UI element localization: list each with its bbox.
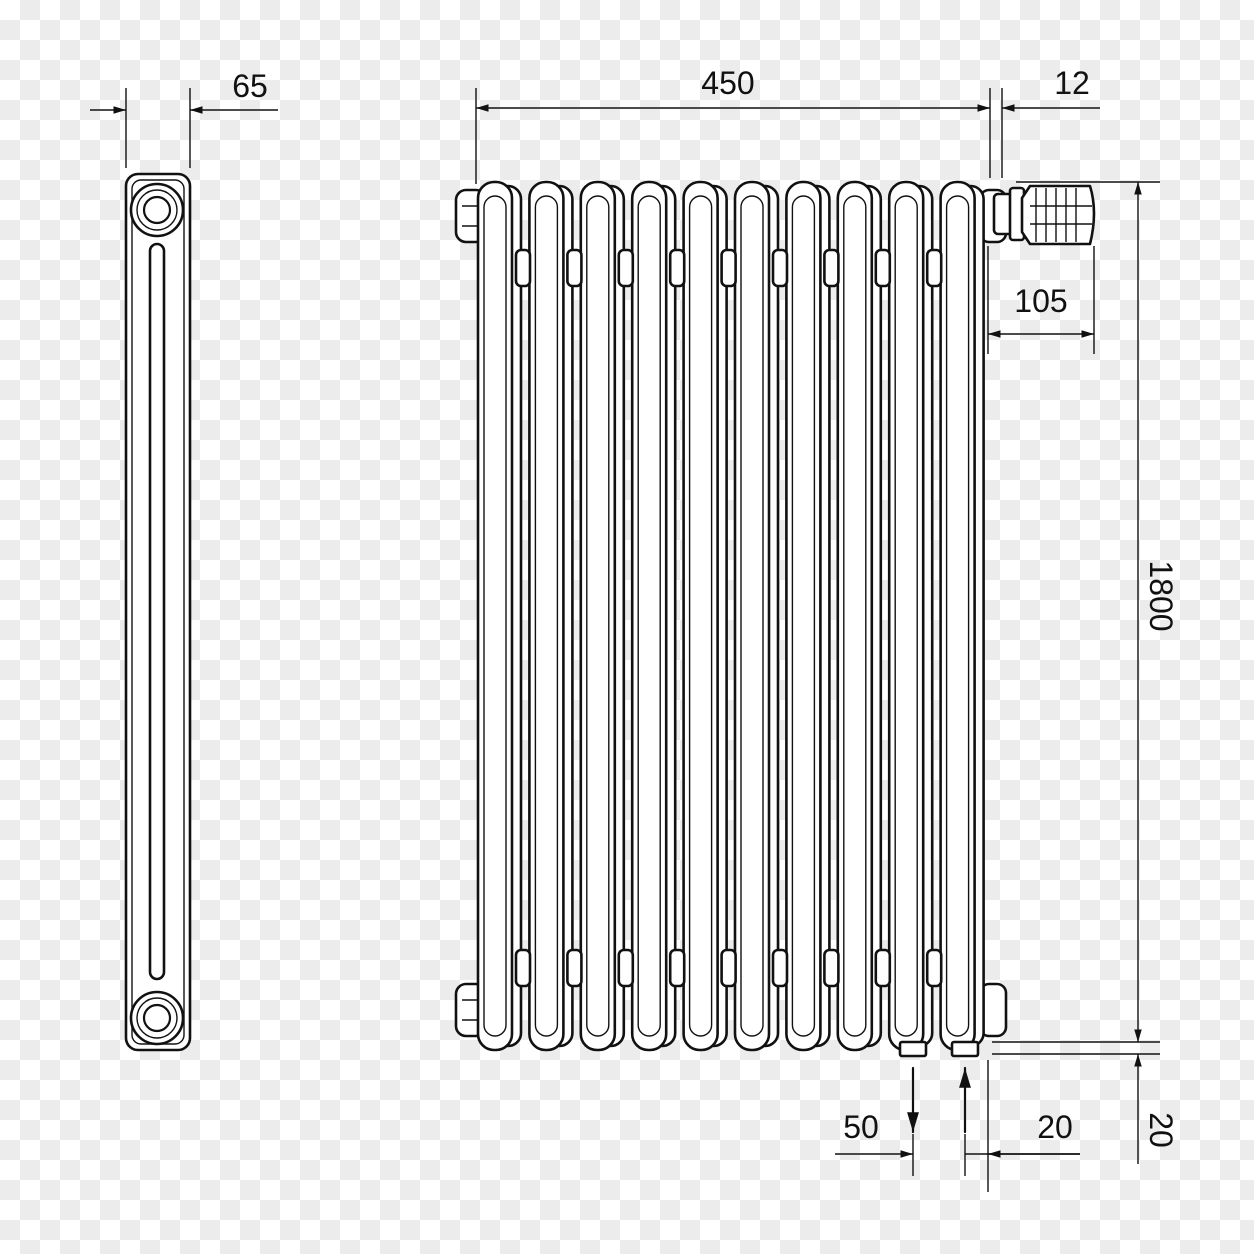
pipe-flow-arrow-icon [907,1066,971,1134]
header-stub [514,248,532,288]
header-stub [874,948,892,988]
header-stub [823,948,840,988]
dim-pipe-spacing: 50 [835,1109,966,1176]
radiator-section [528,180,574,1052]
thermostatic-valve-icon [992,184,1096,246]
side-view: 65 [90,68,278,1052]
dim-label-pipe-offset: 20 [1037,1109,1073,1145]
side-top-connector [129,182,185,238]
dim-label-height: 1800 [1143,560,1179,631]
header-stub [514,948,532,988]
pipe-connectors [898,1040,980,1058]
radiator-section [579,180,626,1052]
radiator-section [733,180,780,1052]
radiator-section [887,180,934,1052]
dim-label-wall-gap: 12 [1054,65,1090,101]
header-stub [566,948,583,988]
side-slot [148,242,166,981]
radiator-section [785,180,831,1052]
header-stub [668,248,686,288]
radiator-section [836,180,883,1052]
dim-label-valve-length: 105 [1014,283,1067,319]
dim-side-width: 65 [90,68,278,168]
radiator-section [476,180,523,1052]
radiator-section [682,180,728,1052]
header-stub [925,948,943,988]
dim-wall-gap: 12 [1001,65,1100,178]
header-stub [720,248,737,288]
dim-pipe-offset: 20 [965,1060,1080,1192]
dim-overall-width: 450 [475,65,991,184]
dim-label-pipe-spacing: 50 [843,1109,879,1145]
header-stub [771,948,789,988]
header-stub [617,248,635,288]
header-stub [823,248,840,288]
dim-floor-gap: 20 [992,1053,1179,1164]
header-stub [925,248,943,288]
side-bottom-connector [129,990,185,1046]
radiator-section [939,180,985,1052]
dim-label-overall-width: 450 [701,65,754,101]
radiator-sections [476,180,985,1052]
header-stub [566,248,583,288]
dim-label-floor-gap: 20 [1143,1112,1179,1148]
dim-valve-length: 105 [987,246,1095,354]
header-stub [720,948,737,988]
header-stub [617,948,635,988]
dim-height: 1800 [992,181,1179,1043]
dim-label-side-width: 65 [232,68,268,104]
header-stub [771,248,789,288]
header-stub [874,248,892,288]
front-view [454,180,1096,1134]
radiator-section [630,180,677,1052]
header-stub [668,948,686,988]
